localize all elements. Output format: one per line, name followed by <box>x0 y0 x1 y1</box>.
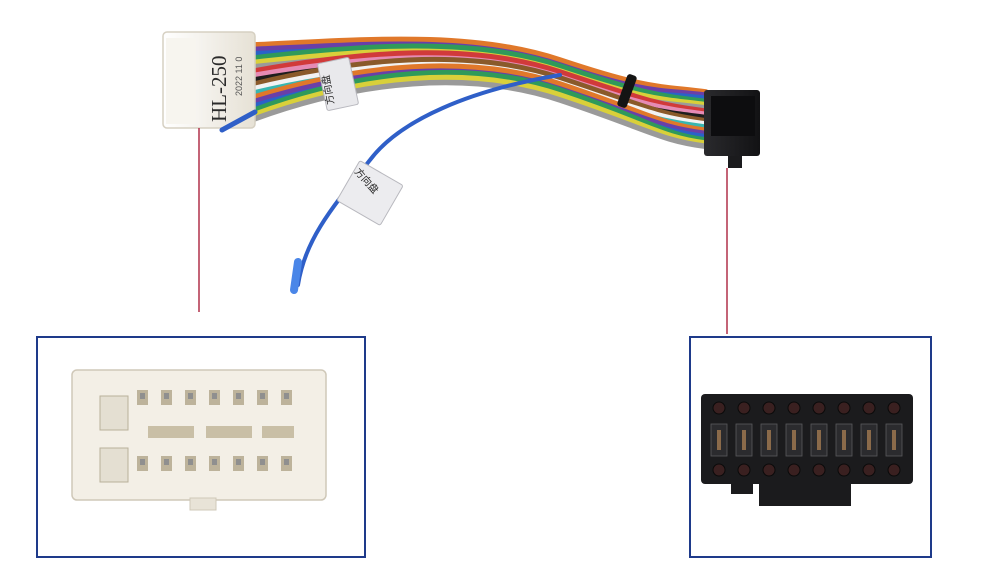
white-key-slot <box>206 426 252 438</box>
pin-contact <box>284 393 289 399</box>
pin-hole <box>887 401 901 415</box>
white-connector: HL-250 2022 11 0 <box>162 31 256 129</box>
pin-hole <box>837 463 851 477</box>
pin-hole <box>737 463 751 477</box>
pin-hole <box>712 463 726 477</box>
pin-hole <box>762 463 776 477</box>
black-connector-face <box>701 394 913 506</box>
black-connector-closeup <box>689 336 932 558</box>
connector-date-text: 2022 11 0 <box>234 57 244 96</box>
pin-contact <box>260 459 265 465</box>
pin-contact <box>188 459 193 465</box>
pin-contact <box>140 393 145 399</box>
zip-tie <box>617 74 637 108</box>
wire <box>249 36 709 95</box>
pin-hole <box>712 401 726 415</box>
pin-contact-metal <box>817 430 821 450</box>
pin-contact-metal <box>792 430 796 450</box>
white-connector-face <box>71 369 327 511</box>
black-contact-row <box>710 423 903 457</box>
pin-contact-metal <box>842 430 846 450</box>
pin-contact <box>236 393 241 399</box>
black-pin-row-top <box>712 401 901 415</box>
blue-wire <box>296 73 562 287</box>
pin-contact-metal <box>867 430 871 450</box>
pin-contact <box>164 393 169 399</box>
white-pin-row-top <box>137 390 292 405</box>
pin-contact <box>236 459 241 465</box>
pin-hole <box>887 463 901 477</box>
white-pin-row-bottom <box>137 456 292 471</box>
pin-hole <box>862 463 876 477</box>
white-connector-closeup <box>36 336 366 558</box>
short-blue-wire <box>219 109 258 133</box>
blue-wire-tag: 方向盘 <box>337 160 403 226</box>
pin-contact <box>260 393 265 399</box>
pin-hole <box>812 463 826 477</box>
pin-contact <box>188 393 193 399</box>
pin-contact <box>212 459 217 465</box>
wire <box>249 43 709 105</box>
pin-contact <box>284 459 289 465</box>
pin-hole <box>862 401 876 415</box>
pin-contact <box>212 393 217 399</box>
pin-hole <box>737 401 751 415</box>
pin-contact <box>164 459 169 465</box>
pin-contact-metal <box>767 430 771 450</box>
black-connector <box>704 90 760 168</box>
connector-model-text: HL-250 <box>207 56 231 123</box>
pin-hole <box>837 401 851 415</box>
white-key-slot <box>99 395 129 431</box>
pin-contact <box>140 459 145 465</box>
pin-hole <box>812 401 826 415</box>
white-key-slot <box>148 426 194 438</box>
white-key-slot <box>262 426 294 438</box>
pin-contact-metal <box>742 430 746 450</box>
pin-hole <box>787 463 801 477</box>
wire <box>249 50 709 114</box>
black-pin-row-bottom <box>712 463 901 477</box>
pin-hole <box>762 401 776 415</box>
pin-hole <box>787 401 801 415</box>
blue-wire-tip <box>290 258 302 294</box>
pin-contact-metal <box>717 430 721 450</box>
white-key-slot <box>99 447 129 483</box>
pin-contact-metal <box>892 430 896 450</box>
